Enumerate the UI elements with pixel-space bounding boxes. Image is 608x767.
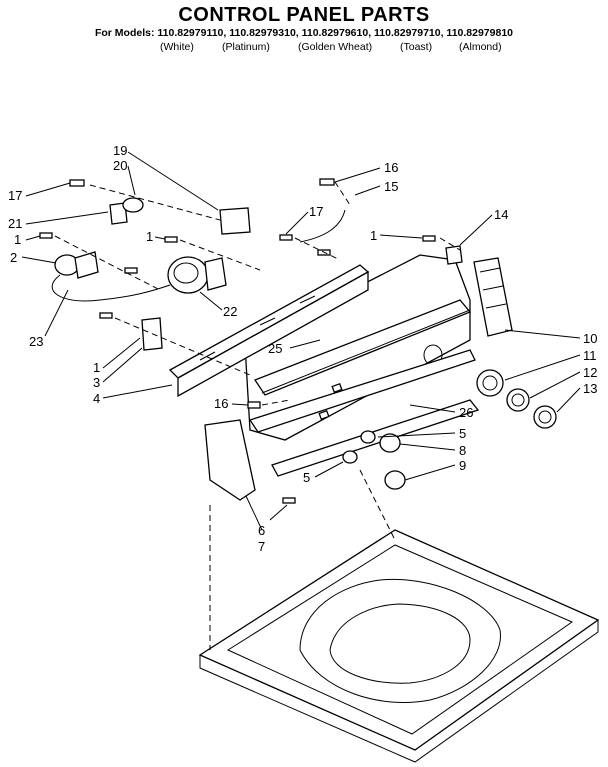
screws xyxy=(39,178,436,504)
callout-5: 5 xyxy=(303,470,310,485)
callout-13: 13 xyxy=(583,381,597,396)
cabinet-top xyxy=(198,469,600,763)
callout-17: 17 xyxy=(309,204,323,219)
callout-11: 11 xyxy=(583,348,597,363)
color-almond: (Almond) xyxy=(459,41,502,53)
callout-labels: 19 20 17 21 1 2 23 1 22 16 15 17 1 14 25… xyxy=(8,143,597,554)
callout-1: 1 xyxy=(14,232,21,247)
callout-22: 22 xyxy=(223,304,237,319)
callout-26: 26 xyxy=(459,405,473,420)
callout-20: 20 xyxy=(113,158,127,173)
callout-3: 3 xyxy=(93,375,100,390)
end-cap xyxy=(204,419,256,501)
callout-14: 14 xyxy=(494,207,508,222)
callout-19: 19 xyxy=(113,143,127,158)
callout-12: 12 xyxy=(583,365,597,380)
callout-4: 4 xyxy=(93,391,100,406)
timer-motor xyxy=(167,256,227,294)
callout-16: 16 xyxy=(214,396,228,411)
callout-8: 8 xyxy=(459,443,466,458)
knobs xyxy=(342,369,557,490)
leader-lines xyxy=(21,151,581,531)
callout-2: 2 xyxy=(10,250,17,265)
small-parts xyxy=(109,197,463,351)
callout-1: 1 xyxy=(93,360,100,375)
callout-1: 1 xyxy=(370,228,377,243)
water-level-switch xyxy=(51,251,171,302)
model-numbers: For Models: 110.82979110, 110.82979310, … xyxy=(94,27,514,39)
callout-9: 9 xyxy=(459,458,466,473)
color-golden-wheat: (Golden Wheat) xyxy=(298,41,373,53)
color-white: (White) xyxy=(160,41,194,53)
assembly-lines xyxy=(54,181,461,406)
callout-25: 25 xyxy=(268,341,282,356)
callout-5: 5 xyxy=(459,426,466,441)
callout-15: 15 xyxy=(384,179,398,194)
callout-21: 21 xyxy=(8,216,22,231)
callout-1: 1 xyxy=(146,229,153,244)
color-platinum: (Platinum) xyxy=(222,41,270,53)
callout-16: 16 xyxy=(384,160,398,175)
callout-23: 23 xyxy=(29,334,43,349)
callout-17: 17 xyxy=(8,188,22,203)
callout-6: 6 xyxy=(258,523,265,538)
color-toast: (Toast) xyxy=(400,41,433,53)
callout-7: 7 xyxy=(258,539,265,554)
page-title: CONTROL PANEL PARTS xyxy=(178,4,430,26)
rear-panel xyxy=(473,257,513,337)
callout-10: 10 xyxy=(583,331,597,346)
